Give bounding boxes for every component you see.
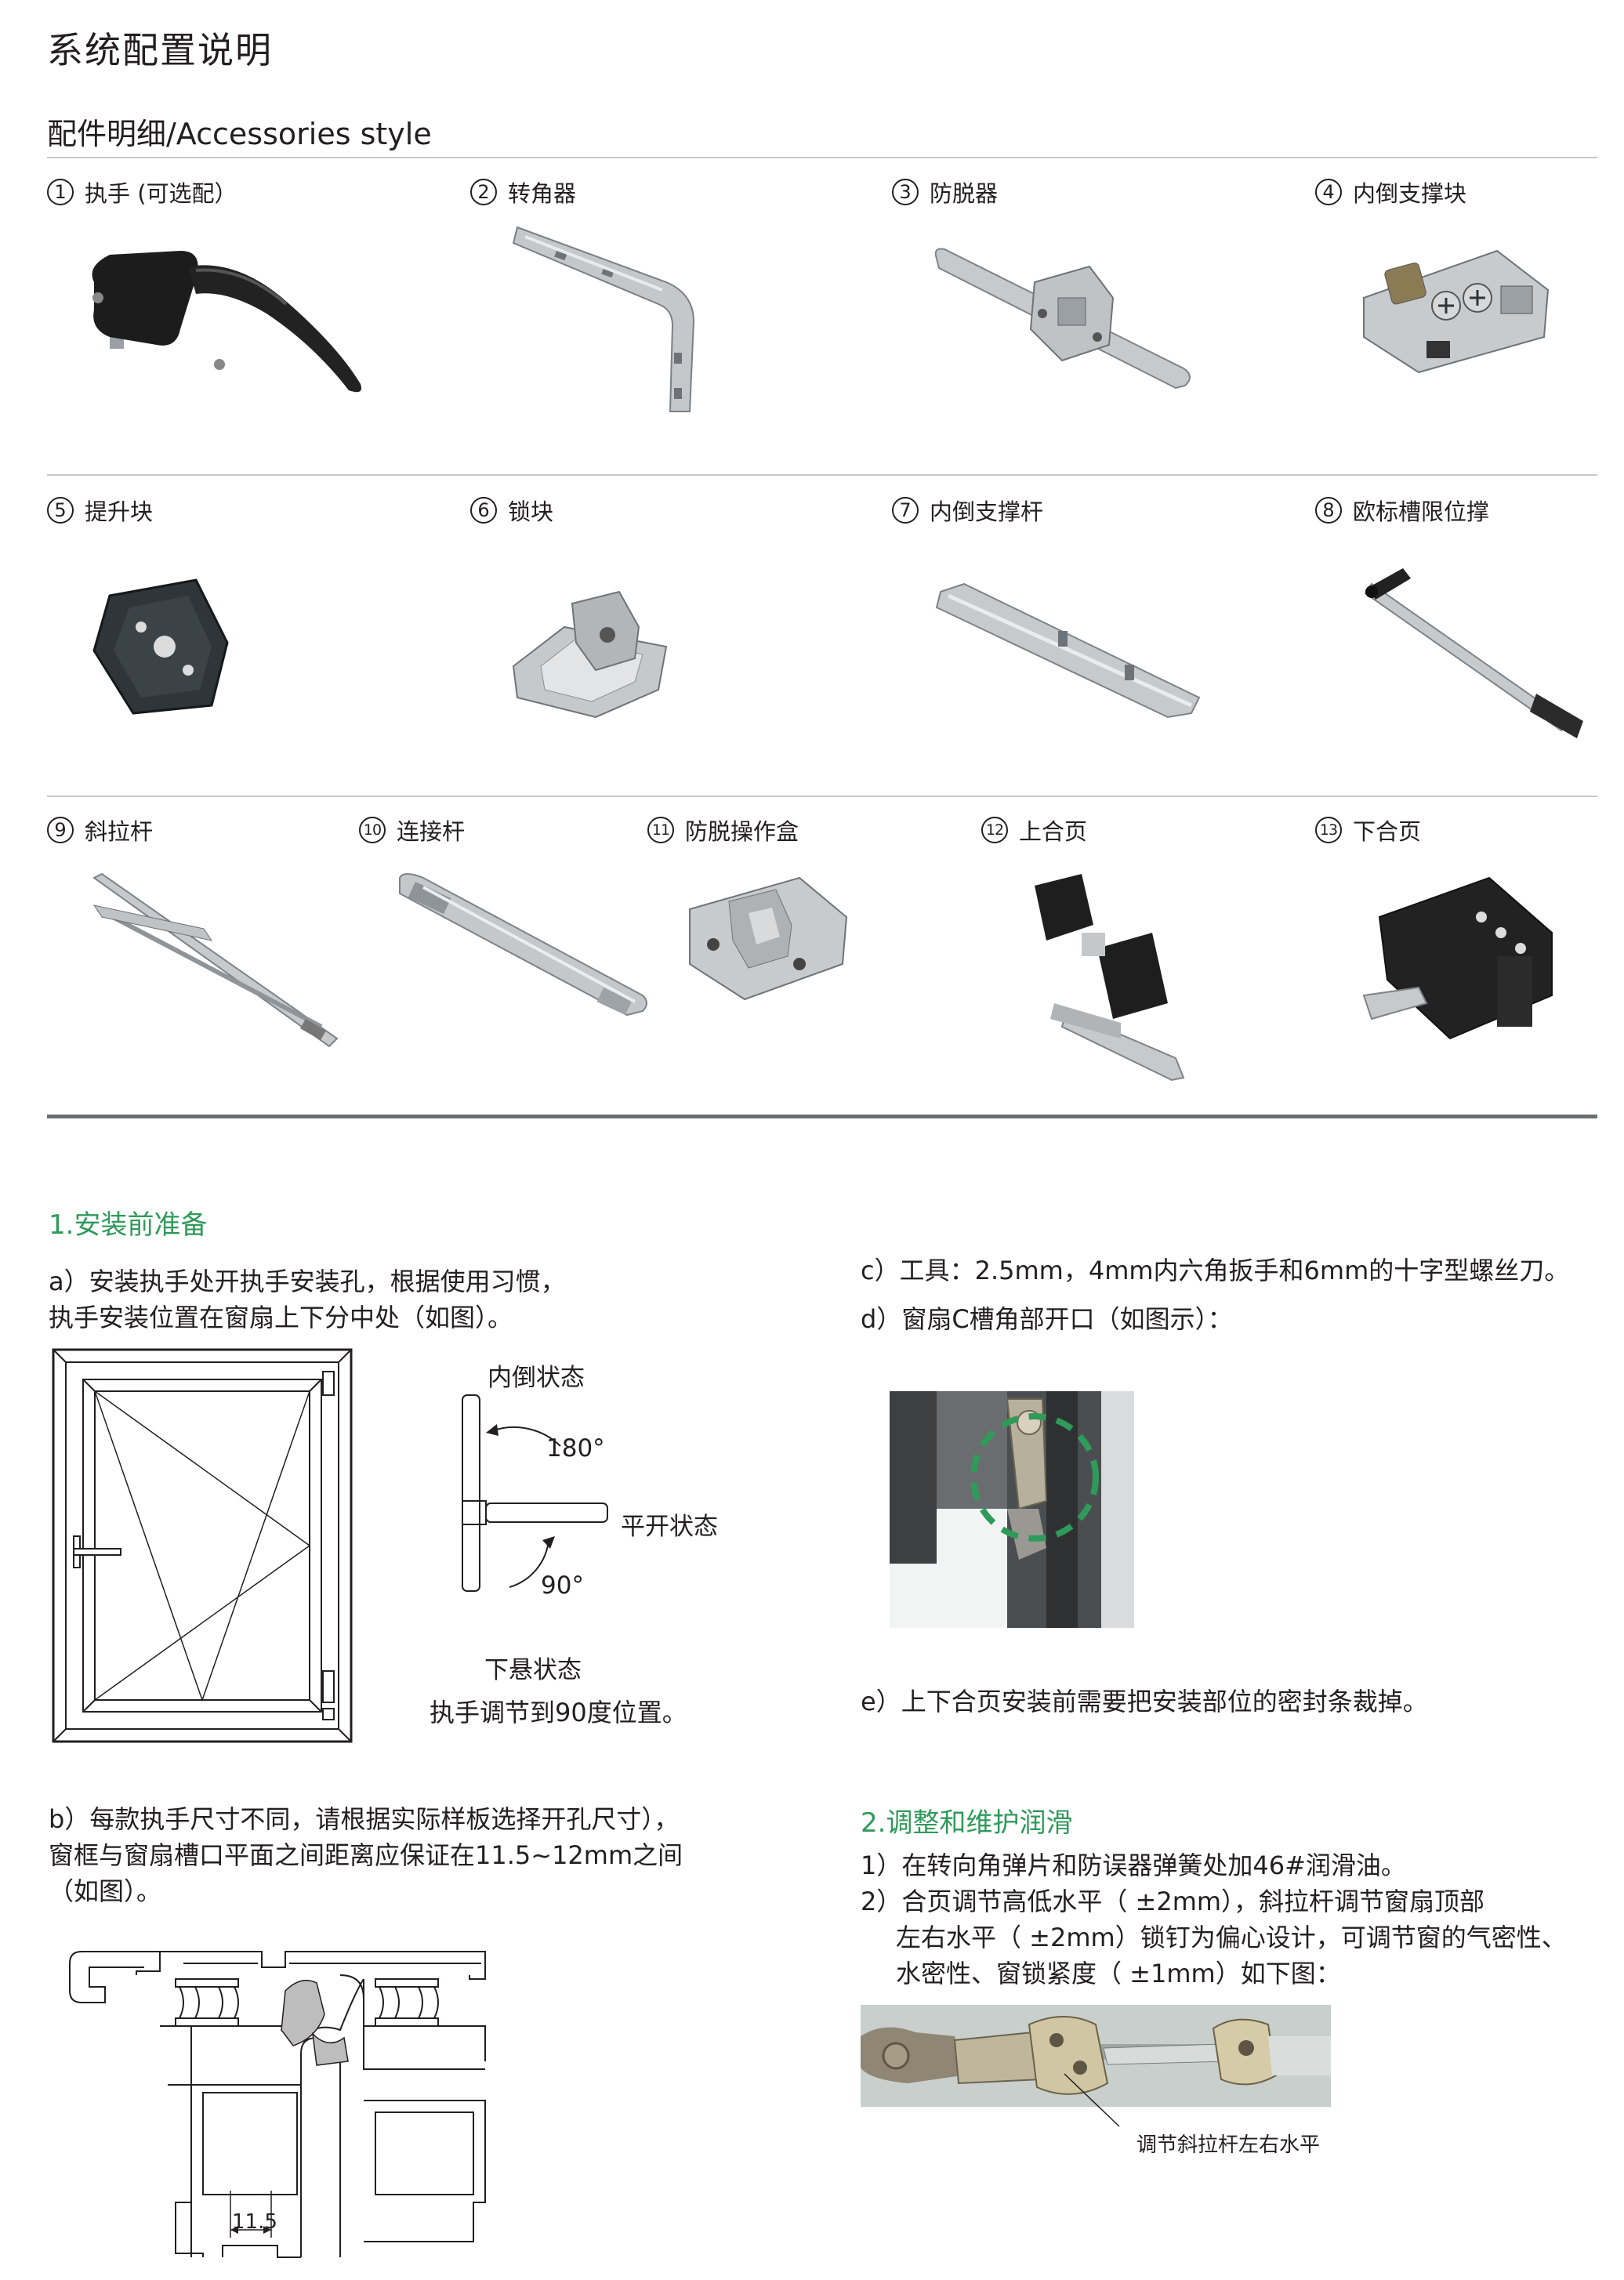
accessory-label-13: 13 下合页 xyxy=(1315,814,1421,846)
accessory-number: 2 xyxy=(470,179,497,205)
page-subtitle: 配件明细/Accessories style xyxy=(47,117,432,151)
c-groove-corner-photo xyxy=(890,1391,1134,1628)
accessory-number: 8 xyxy=(1315,497,1342,524)
step-d-line: d）窗扇C槽角部开口（如图示）： xyxy=(861,1304,1233,1334)
diagonal-rod-adjustment-photo xyxy=(861,2005,1331,2127)
accessory-name: 转角器 xyxy=(508,180,577,207)
accessory-number: 10 xyxy=(359,817,386,843)
diagonal-rod-icon xyxy=(92,872,339,1048)
section-2-heading: 2.调整和维护润滑 xyxy=(861,1807,1073,1839)
limit-stay-icon xyxy=(1364,568,1583,738)
accessory-label-4: 4 内倒支撑块 xyxy=(1315,176,1466,208)
accessory-name: 上合页 xyxy=(1019,818,1088,845)
step-a-line2: 执手安装位置在窗扇上下分中处（如图）。 xyxy=(49,1303,513,1332)
accessory-label-11: 11 防脱操作盒 xyxy=(647,814,799,846)
accessory-name: 内倒支撑杆 xyxy=(930,498,1044,525)
accessory-name: 欧标槽限位撑 xyxy=(1353,498,1490,525)
anti-lift-icon xyxy=(934,248,1191,390)
page-title: 系统配置说明 xyxy=(47,29,273,71)
corner-drive-icon xyxy=(512,226,695,412)
lift-block-icon xyxy=(92,578,229,715)
dimension-label: 11.5 xyxy=(232,2210,277,2234)
accessory-number: 7 xyxy=(892,497,919,524)
top-hinge-icon xyxy=(1035,874,1185,1082)
accessory-label-2: 2 转角器 xyxy=(470,176,576,208)
divider xyxy=(47,474,1597,476)
tilt-support-rod-icon xyxy=(935,582,1201,719)
step-a-line1: a）安装执手处开执手安装孔，根据使用习惯， xyxy=(49,1267,566,1296)
hung-state-label: 下悬状态 xyxy=(484,1656,582,1684)
angle-90-label: 90° xyxy=(541,1571,584,1600)
accessory-label-7: 7 内倒支撑杆 xyxy=(892,494,1043,527)
accessory-name: 执手 (可选配） xyxy=(85,180,237,207)
accessory-name: 防脱器 xyxy=(930,180,999,207)
bottom-hinge-icon xyxy=(1362,876,1553,1040)
handle-caption: 执手调节到90度位置。 xyxy=(430,1698,687,1727)
maintenance-line3: 左右水平（ ±2mm）锁钉为偏心设计，可调节窗的气密性、 xyxy=(896,1923,1567,1952)
maintenance-line1: 1）在转向角弹片和防误器弹簧处加46#润滑油。 xyxy=(861,1850,1406,1880)
step-c-line: c）工具：2.5mm，4mm内六角扳手和6mm的十字型螺丝刀。 xyxy=(861,1256,1570,1285)
accessory-number: 9 xyxy=(47,817,74,843)
step-b-line1: b）每款执手尺寸不同，请根据实际样板选择开孔尺寸）， xyxy=(49,1804,680,1834)
step-b-line3: （如图）。 xyxy=(49,1876,162,1906)
accessory-name: 防脱操作盒 xyxy=(685,818,799,845)
section-1-heading: 1.安装前准备 xyxy=(49,1209,208,1241)
accessory-label-12: 12 上合页 xyxy=(981,814,1087,846)
tilt-state-label: 内倒状态 xyxy=(488,1364,585,1392)
accessory-number: 5 xyxy=(47,497,74,524)
lock-block-icon xyxy=(512,590,668,719)
accessory-name: 内倒支撑块 xyxy=(1353,180,1467,207)
accessory-name: 下合页 xyxy=(1353,818,1422,845)
accessory-label-6: 6 锁块 xyxy=(470,494,553,527)
accessory-number: 3 xyxy=(892,179,919,205)
open-state-label: 平开状态 xyxy=(621,1513,718,1541)
maintenance-line4: 水密性、窗锁紧度（ ±1mm）如下图： xyxy=(896,1959,1341,1988)
profile-section-diagram xyxy=(69,1951,486,2258)
accessory-number: 12 xyxy=(981,817,1008,843)
accessory-label-9: 9 斜拉杆 xyxy=(47,814,153,846)
accessory-name: 提升块 xyxy=(85,498,154,525)
gearbox-icon xyxy=(689,876,848,1001)
photo-caption: 调节斜拉杆左右水平 xyxy=(1136,2133,1321,2157)
maintenance-line2: 2）合页调节高低水平（ ±2mm），斜拉杆调节窗扇顶部 xyxy=(861,1887,1485,1916)
tilt-support-block-icon xyxy=(1363,249,1550,374)
angle-180-label: 180° xyxy=(546,1434,605,1463)
handle-position-diagram xyxy=(462,1394,608,1592)
accessory-number: 11 xyxy=(647,817,674,843)
accessory-label-5: 5 提升块 xyxy=(47,494,153,527)
accessory-name: 锁块 xyxy=(508,498,554,525)
accessory-number: 1 xyxy=(47,179,74,205)
divider-thick xyxy=(47,1115,1597,1118)
connecting-rod-icon xyxy=(399,873,647,1017)
accessory-number: 6 xyxy=(470,497,497,524)
accessory-label-8: 8 欧标槽限位撑 xyxy=(1315,494,1489,527)
divider xyxy=(47,796,1597,797)
accessory-label-3: 3 防脱器 xyxy=(892,176,998,208)
step-e-line: e）上下合页安装前需要把安装部位的密封条裁掉。 xyxy=(861,1687,1428,1716)
step-b-line2: 窗框与窗扇槽口平面之间距离应保证在11.5~12mm之间 xyxy=(49,1840,683,1870)
accessory-label-1: 1 执手 (可选配） xyxy=(47,176,237,208)
accessory-number: 13 xyxy=(1315,817,1342,843)
accessory-name: 连接杆 xyxy=(397,818,466,845)
divider xyxy=(47,157,1597,158)
accessory-number: 4 xyxy=(1315,179,1342,205)
window-handle-icon xyxy=(92,251,361,393)
accessory-name: 斜拉杆 xyxy=(85,818,154,845)
window-sash-diagram xyxy=(52,1348,353,1743)
accessory-label-10: 10 连接杆 xyxy=(359,814,465,846)
